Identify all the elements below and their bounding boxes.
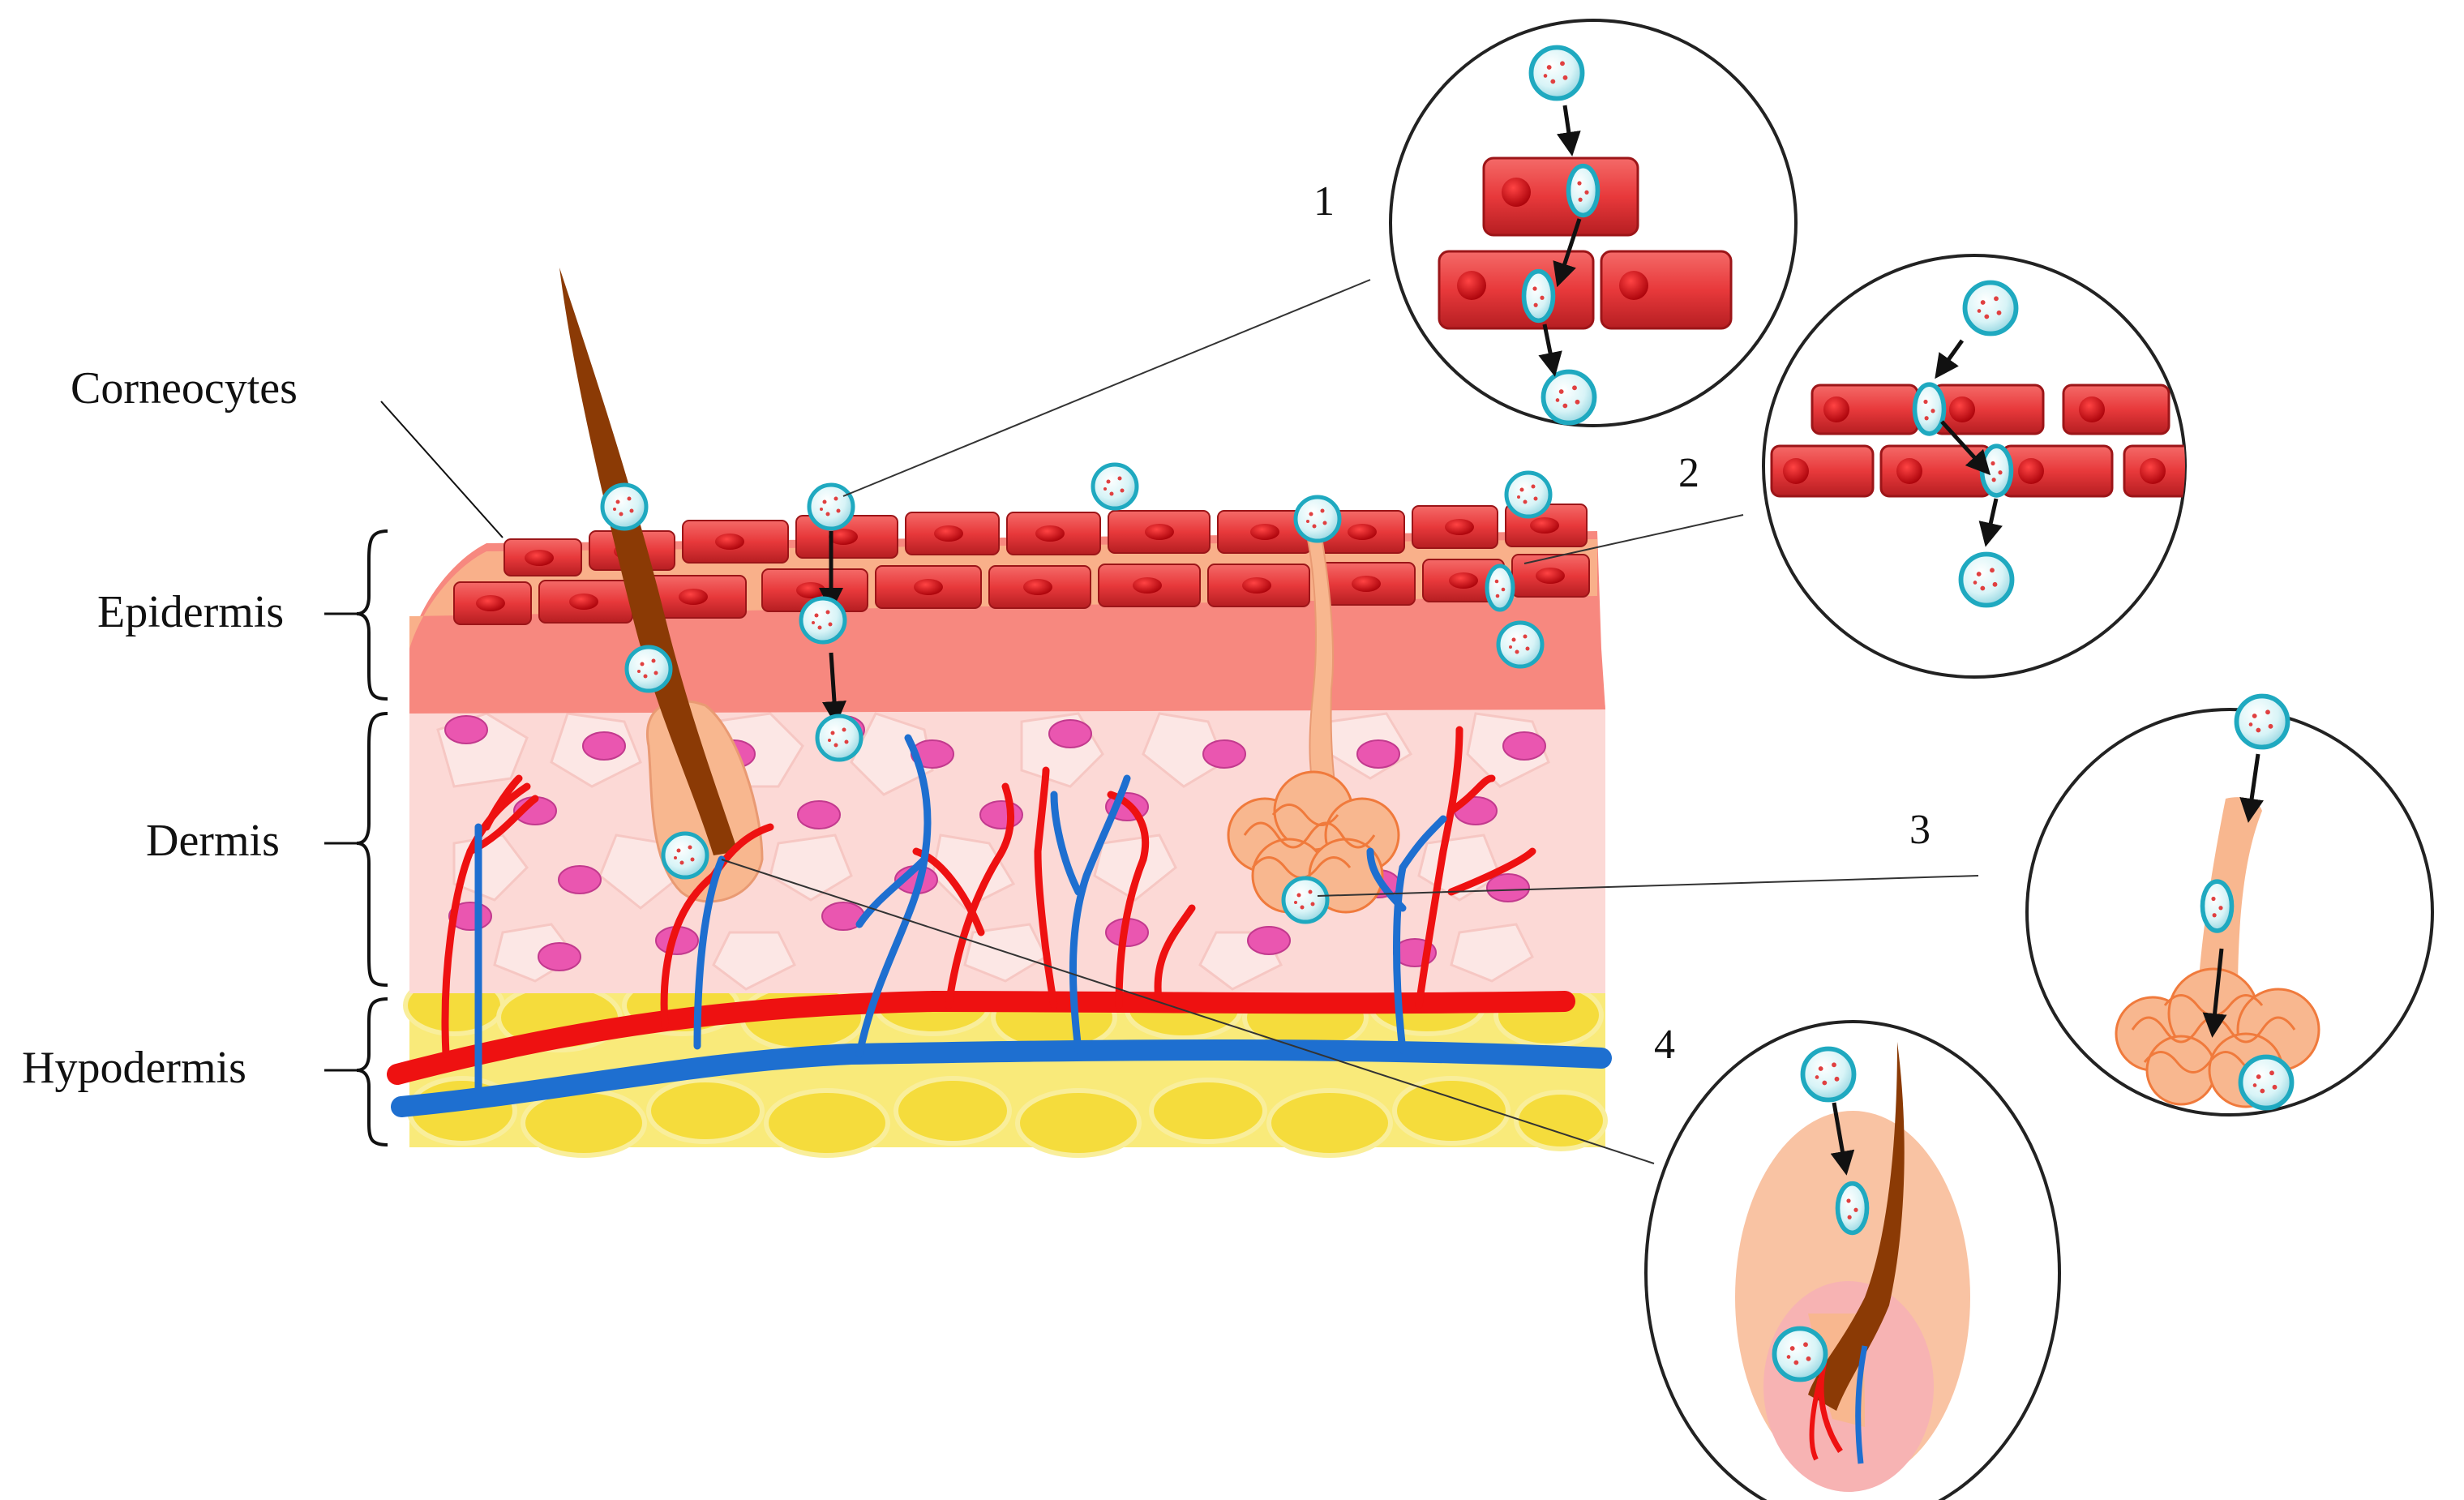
arrow-down-icon (2202, 948, 2227, 1038)
arrow-down-icon (1935, 339, 1965, 379)
hair-shaft-icon (1808, 1042, 1905, 1411)
callout-2-intercellular: 2 (1678, 254, 2187, 679)
nanoparticle-icon (1982, 446, 2012, 495)
nanoparticle-icon (1544, 372, 1595, 423)
main-pathway-arrows (819, 531, 846, 726)
nanoparticle-icon (817, 716, 861, 760)
arrow-down-icon (1830, 1102, 1855, 1176)
callout-1-transcellular: 1 (1313, 19, 1798, 427)
nanoparticle-icon (1506, 473, 1550, 516)
hair-shaft-icon (559, 268, 738, 855)
nanoparticle-icon (1569, 166, 1598, 216)
callout-number-2: 2 (1678, 450, 1699, 496)
skin-cross-section (387, 268, 1612, 1158)
dermis-brace (356, 712, 388, 987)
nanoparticle-icon (1961, 555, 2012, 606)
arrow-down-icon (1556, 105, 1581, 156)
arrow-down-icon (822, 652, 846, 726)
nanoparticle-icon (2203, 881, 2232, 931)
label-corneocytes: Corneocytes (71, 363, 298, 414)
corneocyte-nuclei (476, 517, 1565, 611)
fibroblast-cells (444, 715, 1546, 971)
hypodermis-brace (356, 997, 388, 1146)
nanoparticle-icon (1838, 1184, 1867, 1233)
artery (387, 990, 1575, 1085)
callout-number-1: 1 (1313, 178, 1335, 225)
sweat-gland-icon (2115, 967, 2320, 1108)
callout-number-4: 4 (1654, 1022, 1675, 1068)
callout-3-sweat-gland-route: 3 (1909, 696, 2434, 1116)
blood-vessels (387, 726, 1612, 1117)
vein (391, 1039, 1612, 1117)
nanoparticle-icon (1487, 566, 1513, 610)
callout-leader-lines (721, 279, 1979, 1164)
nanoparticle-icon (1532, 48, 1583, 99)
nanoparticle-icon (627, 647, 671, 691)
nanoparticle-icon (1803, 1049, 1854, 1100)
nanoparticle-icon (1093, 465, 1137, 508)
nanoparticle-icon (2241, 1057, 2292, 1108)
arrow-down-icon (1940, 420, 1991, 476)
nanoparticle-icon (602, 485, 646, 529)
dermis-layer (409, 705, 1605, 993)
nanoparticle-icon (1296, 497, 1339, 541)
nanoparticle-icon (1498, 623, 1542, 666)
arrow-down-icon (2239, 753, 2264, 823)
nanoparticle-icon (1524, 272, 1553, 321)
nanoparticle-icon (801, 598, 845, 642)
label-dermis: Dermis (146, 816, 280, 866)
arrow-down-icon (1553, 218, 1582, 288)
epidermis-brace (356, 529, 388, 701)
nanoparticle-icon (2237, 696, 2288, 748)
nanoparticle-icon (1915, 384, 1944, 434)
callout-4-follicular-route: 4 (1644, 1020, 2061, 1500)
arrow-down-icon (1538, 324, 1562, 377)
nanoparticle-icon (663, 834, 707, 877)
stratum-corneum (453, 504, 1590, 625)
label-hypodermis: Hypodermis (22, 1043, 246, 1093)
nanoparticle-icon (1283, 878, 1327, 922)
corneocytes-leader-line (380, 401, 504, 538)
layer-labels: Corneocytes Epidermis Dermis Hypodermis (22, 363, 504, 1146)
nanoparticle-icon (1965, 283, 2016, 334)
arrow-down-icon (1978, 498, 2003, 547)
label-epidermis: Epidermis (97, 587, 284, 637)
nanoparticle-icon (1775, 1329, 1826, 1380)
nanoparticle-icon (809, 485, 853, 529)
callout-number-3: 3 (1909, 807, 1930, 853)
